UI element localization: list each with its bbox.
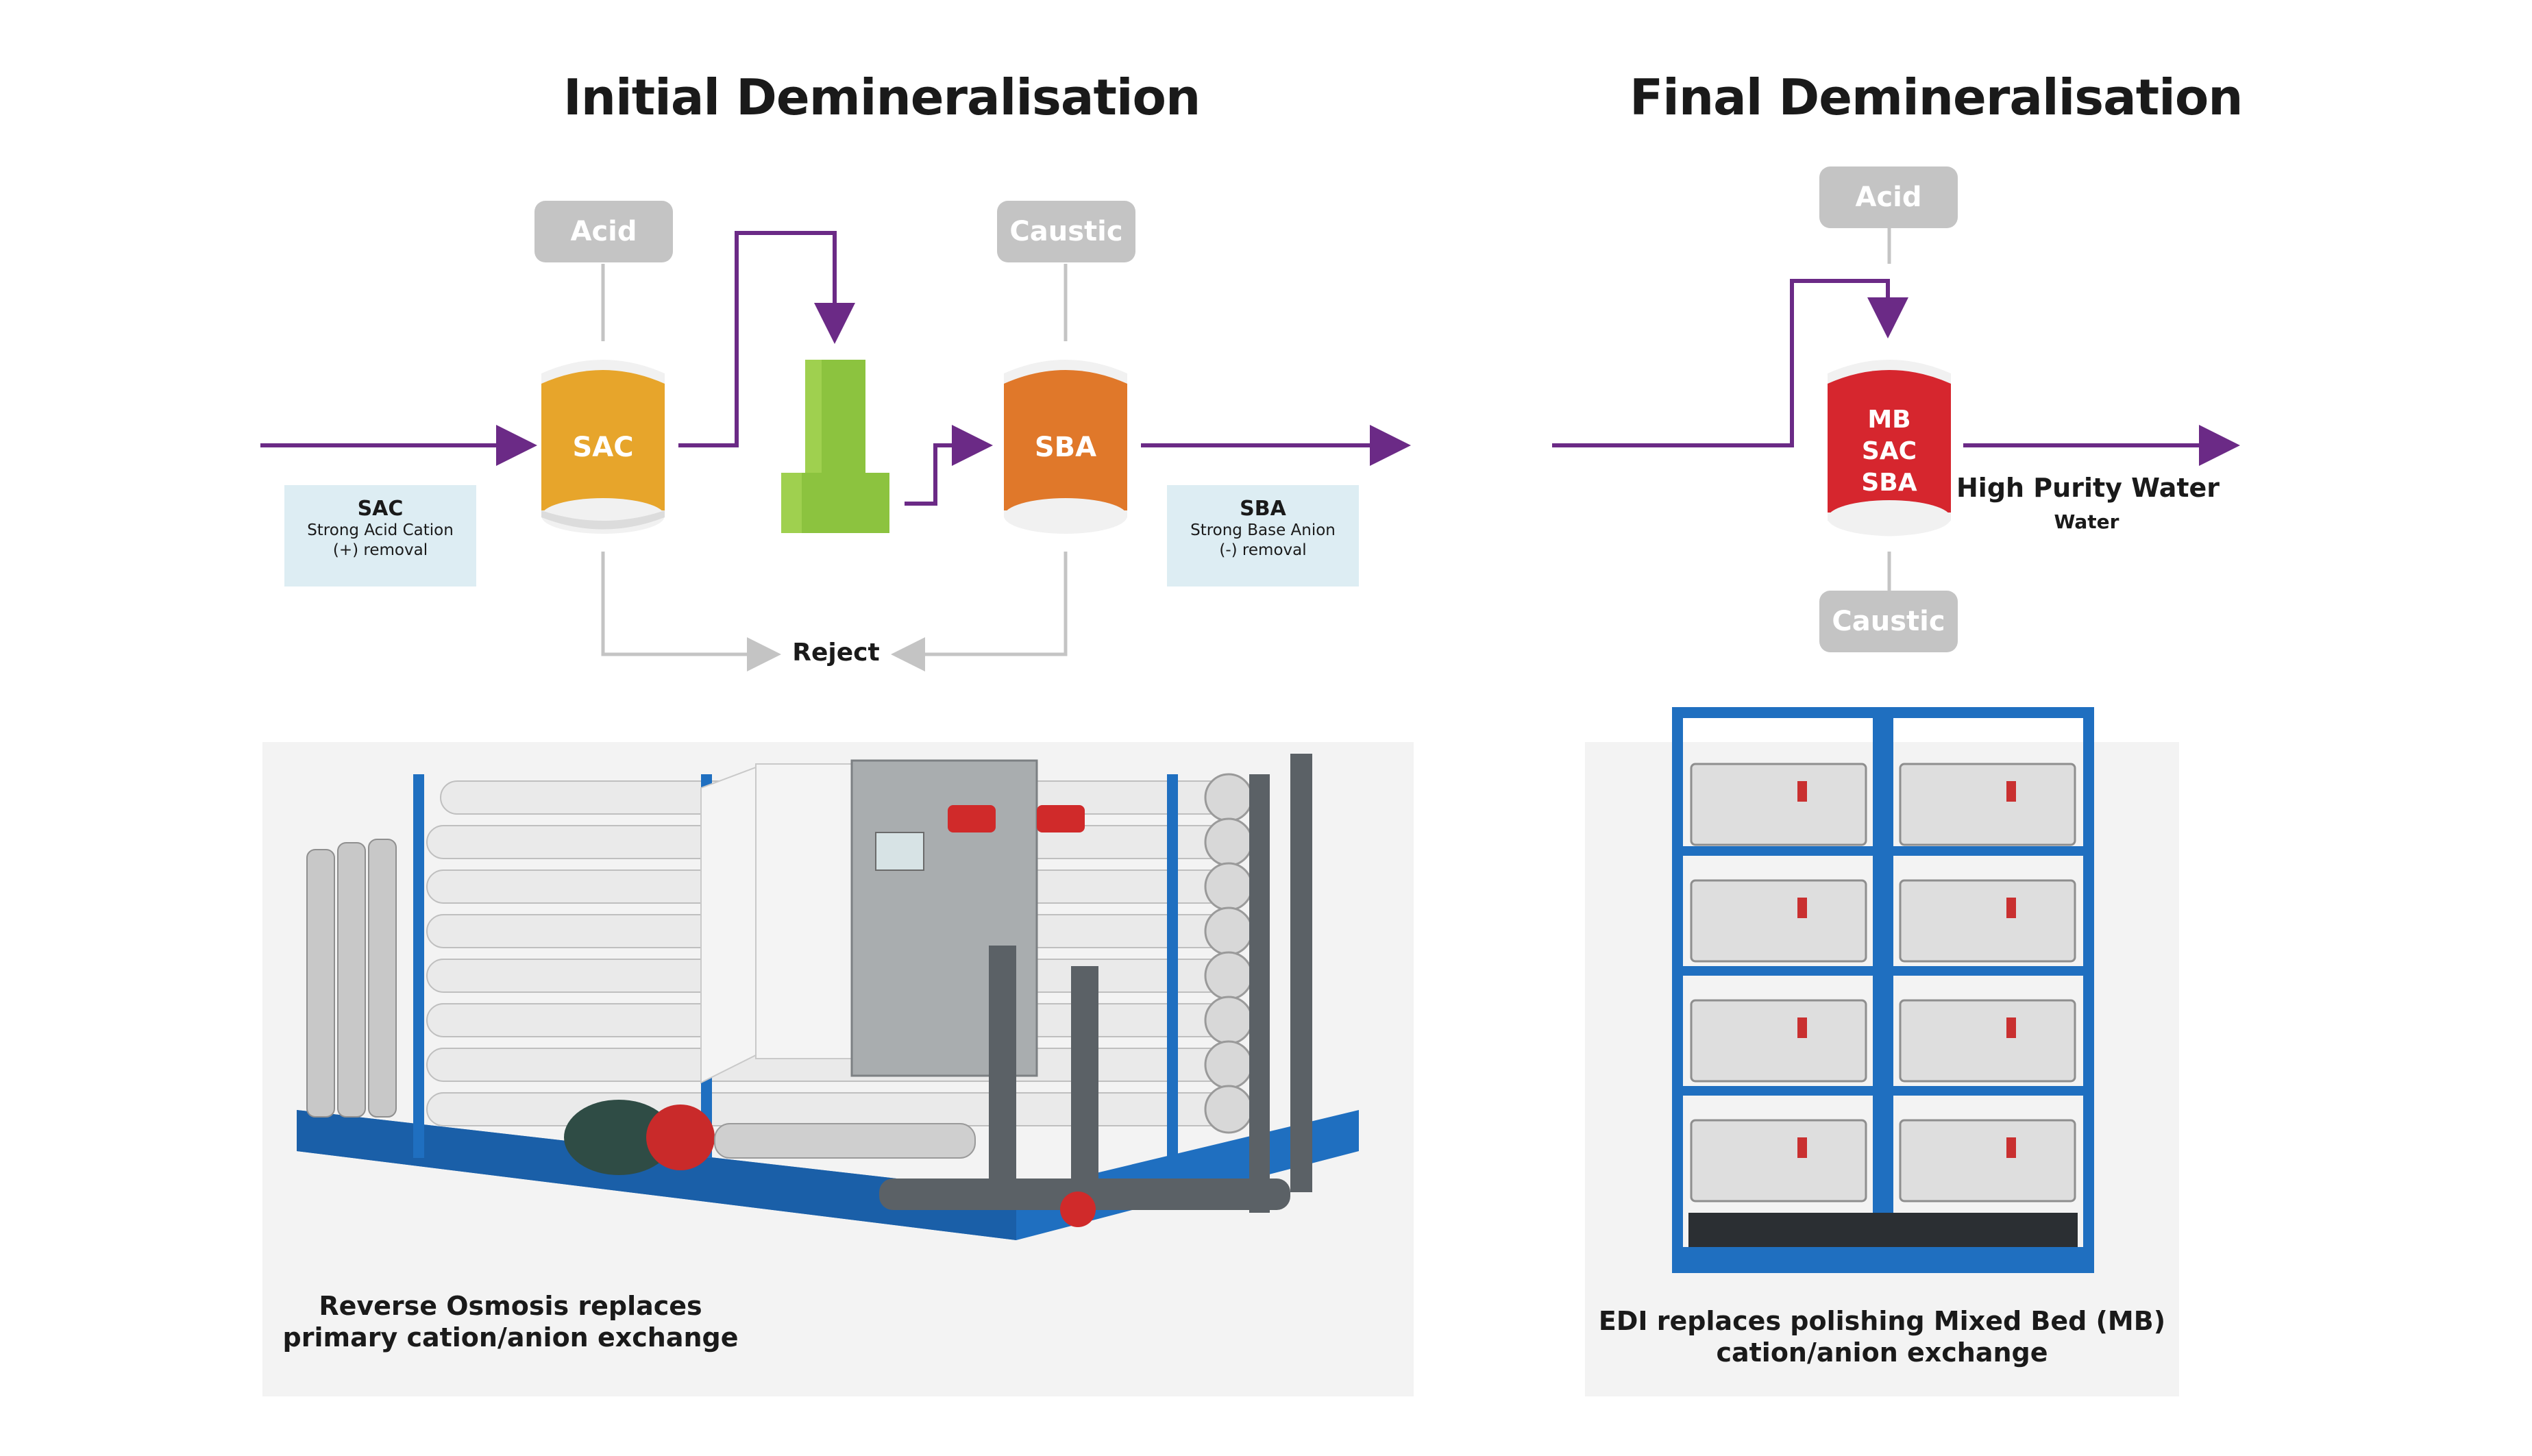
- sac-info-box: SAC Strong Acid Cation (+) removal: [284, 485, 476, 587]
- mb-line-2: SAC: [1861, 437, 1917, 465]
- sac-vessel: [541, 360, 665, 534]
- output-label: High Purity Water: [1956, 473, 2220, 503]
- ro-caption-line2: primary cation/anion exchange: [282, 1322, 739, 1353]
- edi-caption-line2: cation/anion exchange: [1716, 1337, 2048, 1368]
- mb-caustic-box: Caustic: [1819, 591, 1958, 652]
- sba-info-line2: (-) removal: [1219, 541, 1307, 559]
- mb-vessel-label: MB SAC SBA: [1828, 404, 1951, 499]
- sac-info-line2: (+) removal: [332, 541, 428, 559]
- sac-to-degasser-arrow: [678, 231, 855, 447]
- final-inlet-arrow: [1552, 279, 1908, 447]
- sba-reject-arrow: [891, 552, 1068, 671]
- initial-heading: Initial Demineralisation: [563, 69, 1201, 126]
- reverse-osmosis-skid-image: [297, 754, 1359, 1240]
- sba-vessel-label: SBA: [1034, 432, 1097, 463]
- degasser-to-sba-arrow: [905, 425, 993, 506]
- edi-caption-line1: EDI replaces polishing Mixed Bed (MB): [1598, 1306, 2166, 1336]
- sba-info-line1: Strong Base Anion: [1190, 521, 1336, 539]
- sba-info-box: SBA Strong Base Anion (-) removal: [1167, 485, 1359, 587]
- mixed-bed-vessel: [1828, 360, 1951, 536]
- sba-vessel: [1004, 360, 1127, 534]
- sac-info-line1: Strong Acid Cation: [307, 521, 454, 539]
- mb-acid-box: Acid: [1819, 166, 1958, 228]
- mb-line-1: MB: [1867, 406, 1911, 434]
- sac-vessel-label: SAC: [572, 432, 634, 463]
- acid-box: Acid: [534, 201, 673, 262]
- final-heading: Final Demineralisation: [1630, 69, 2244, 126]
- degasser-tower: [781, 360, 889, 533]
- edi-stack-rack-image: [1672, 707, 2094, 1273]
- output-sub-label: Water: [2054, 510, 2119, 533]
- caustic-box: Caustic: [997, 201, 1135, 262]
- ro-caption: Reverse Osmosis replaces primary cation/…: [267, 1290, 754, 1353]
- mb-line-3: SBA: [1861, 469, 1917, 497]
- sba-info-title: SBA: [1240, 497, 1286, 521]
- sac-info-title: SAC: [357, 497, 404, 521]
- edi-caption: EDI replaces polishing Mixed Bed (MB) ca…: [1585, 1305, 2179, 1368]
- sac-reject-arrow: [601, 552, 781, 671]
- reject-label: Reject: [792, 639, 880, 667]
- ro-caption-line1: Reverse Osmosis replaces: [319, 1291, 702, 1321]
